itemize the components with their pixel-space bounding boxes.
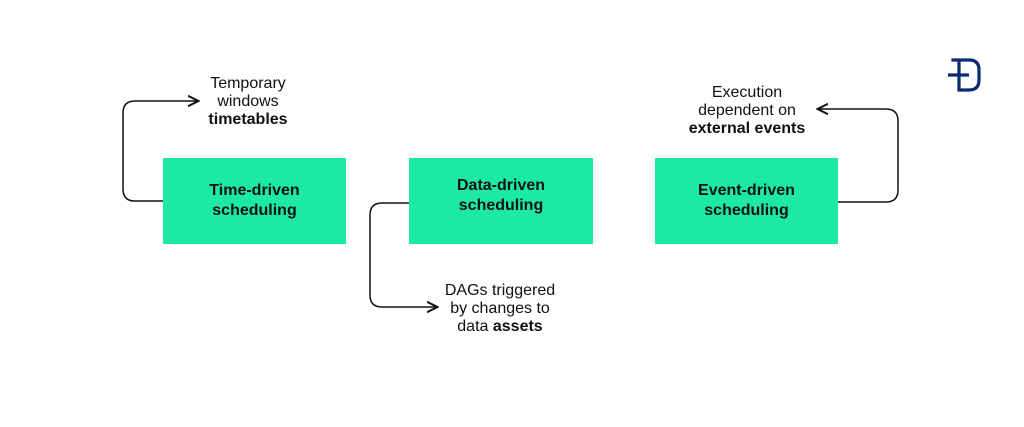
data-connector-arrow xyxy=(369,202,436,307)
event-box-line2: scheduling xyxy=(704,202,789,219)
event-note-line1: Execution xyxy=(711,84,783,101)
data-driven-box: Data-driven scheduling xyxy=(409,158,593,244)
time-note-line2: windows xyxy=(217,93,279,110)
event-note: Execution dependent on external events xyxy=(677,84,817,138)
event-note-line2: dependent on xyxy=(698,102,796,119)
time-note: Temporary windows timetables xyxy=(188,75,308,129)
data-box-line2: scheduling xyxy=(458,197,544,214)
data-note-line3: data assets xyxy=(430,318,570,336)
data-note-line3-bold: assets xyxy=(492,318,543,335)
data-note-line2: by changes to xyxy=(450,300,550,317)
time-note-line1: Temporary xyxy=(210,75,286,92)
event-note-line3: external events xyxy=(688,120,806,137)
time-driven-box: Time-driven scheduling xyxy=(163,158,346,244)
time-box-line2: scheduling xyxy=(212,202,297,219)
event-connector-arrow xyxy=(819,109,899,203)
time-note-line3: timetables xyxy=(208,111,288,128)
data-note-line1: DAGs triggered xyxy=(444,282,556,299)
event-driven-box: Event-driven scheduling xyxy=(655,158,838,244)
event-box-line1: Event-driven xyxy=(698,182,795,199)
time-box-line1: Time-driven xyxy=(209,182,300,199)
time-connector-arrow xyxy=(122,101,197,202)
data-box-line1: Data-driven xyxy=(456,177,546,194)
data-note: DAGs triggered by changes to data assets xyxy=(430,282,570,336)
data-note-line3-plain: data xyxy=(457,318,493,335)
brand-logo-icon xyxy=(948,58,981,92)
